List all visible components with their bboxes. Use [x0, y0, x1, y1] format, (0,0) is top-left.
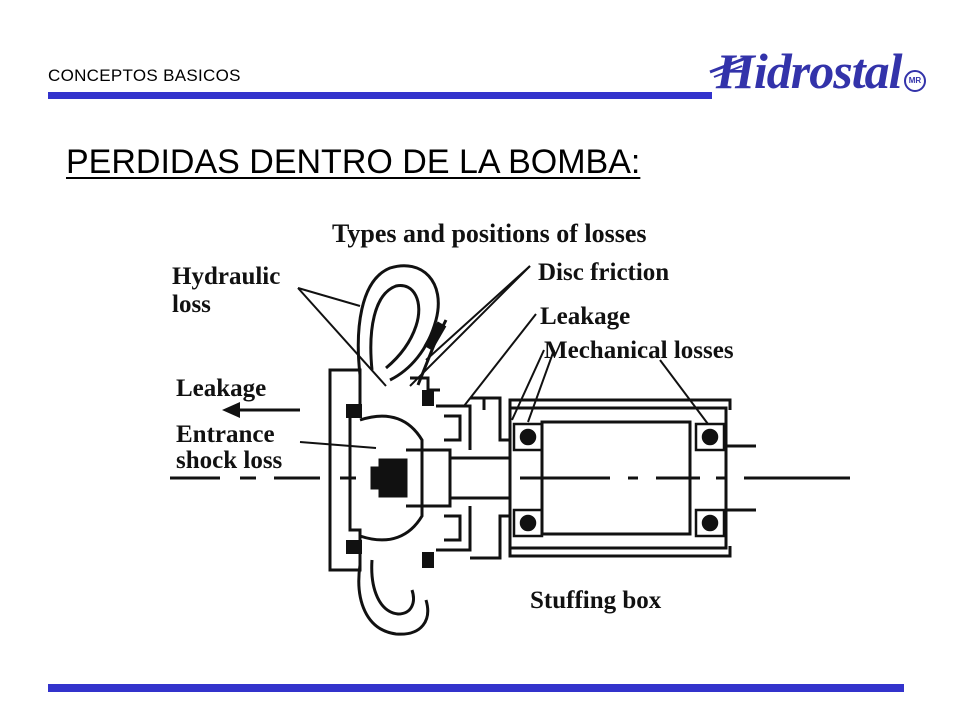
logo-swoosh-icon: [709, 56, 747, 78]
label-hydraulic-loss-1: Hydraulic: [172, 263, 280, 290]
bearing-housing: [470, 396, 732, 560]
label-entrance-1: Entrance: [176, 421, 275, 448]
registered-mark: MR: [904, 70, 926, 92]
label-stuffing-box: Stuffing box: [530, 587, 662, 614]
label-hydraulic-loss-2: loss: [172, 291, 211, 318]
label-leakage-left: Leakage: [176, 375, 266, 402]
label-leakage-right: Leakage: [540, 303, 630, 330]
diagram-title: Types and positions of losses: [332, 219, 647, 248]
footer-rule: [48, 684, 904, 692]
label-entrance-2: shock loss: [176, 447, 283, 474]
label-disc-friction: Disc friction: [538, 259, 669, 286]
logo-wordmark: Hidrostal: [716, 43, 902, 99]
slide-heading: PERDIDAS DENTRO DE LA BOMBA:: [66, 143, 641, 181]
leader-lines: [297, 265, 709, 449]
pump-losses-diagram: Types and positions of losses Hydraulic …: [160, 210, 860, 650]
shaft: [726, 444, 756, 512]
wear-rings: [346, 321, 447, 568]
pump-cross-section-svg: Types and positions of losses Hydraulic …: [170, 219, 850, 636]
volute-casing: [328, 264, 448, 636]
label-mechanical-losses: Mechanical losses: [544, 337, 734, 364]
bearings: [512, 422, 726, 538]
header-rule: [48, 92, 712, 99]
hidrostal-logo: Hidrostal MR: [708, 42, 938, 104]
leakage-arrow-icon: [222, 402, 300, 418]
impeller: [359, 404, 512, 552]
header-title: CONCEPTOS BASICOS: [48, 66, 241, 85]
